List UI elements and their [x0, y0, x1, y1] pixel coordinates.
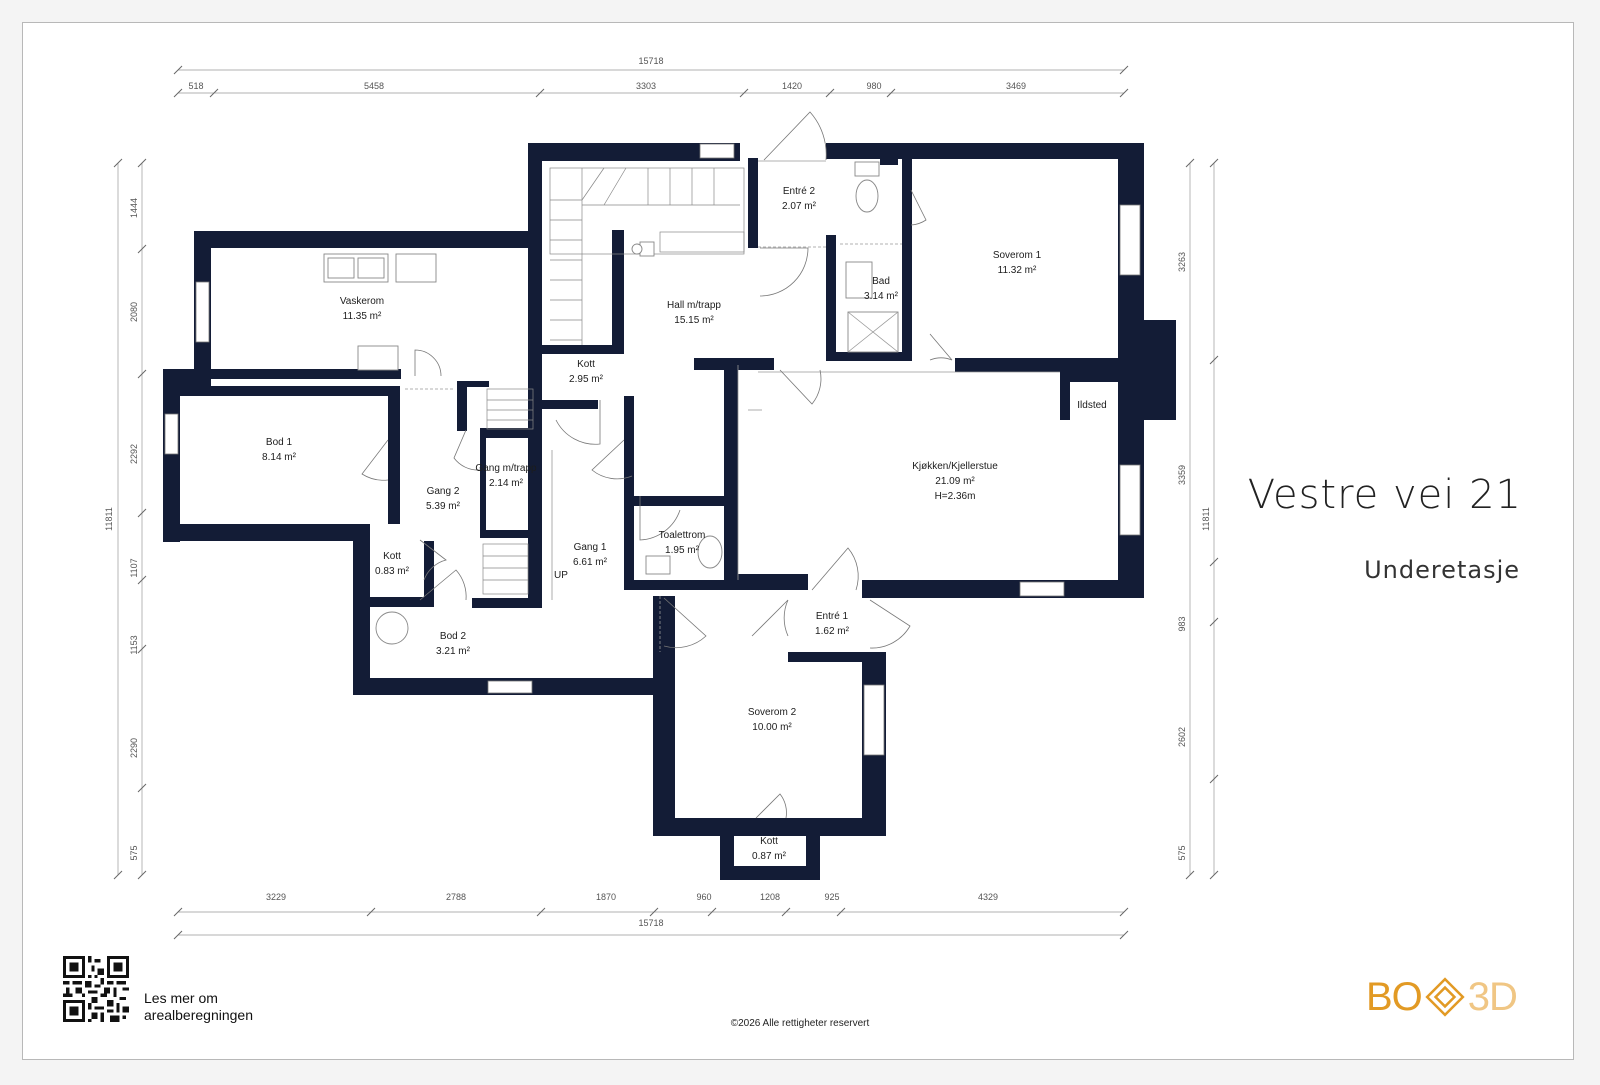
room-gang2-area: 5.39 m²	[426, 501, 461, 512]
dim-bottom-7: 4329	[978, 892, 998, 902]
dim-bottom-5: 1208	[760, 892, 780, 902]
room-kjokken-name: Kjøkken/Kjellerstue	[912, 461, 998, 472]
dim-bottom-2: 2788	[446, 892, 466, 902]
room-soverom1-name: Soverom 1	[993, 250, 1042, 261]
room-entre1-name: Entré 1	[816, 611, 849, 622]
room-bod1-name: Bod 1	[266, 437, 293, 448]
dim-left-5: 1153	[129, 635, 139, 654]
dim-top-5: 980	[866, 81, 881, 91]
room-gangtrapp-area: 2.14 m²	[489, 478, 524, 489]
dim-bottom-total: 15718	[638, 918, 663, 928]
copyright-text: ©2026 Alle rettigheter reservert	[730, 1018, 870, 1029]
dim-right-total: 11811	[1201, 507, 1211, 531]
dim-bottom-1: 3229	[266, 892, 286, 902]
toilet-bad	[855, 179, 879, 213]
bo3d-logo: BO 3D	[1366, 974, 1518, 1020]
toilet-toalett	[697, 535, 723, 569]
dim-top-2: 5458	[364, 81, 384, 91]
fixtures	[323, 161, 899, 645]
dim-right-1: 3263	[1177, 252, 1187, 272]
dim-top-total: 15718	[638, 56, 663, 66]
room-hall-area: 15.15 m²	[674, 315, 714, 326]
room-entre2-name: Entré 2	[783, 186, 816, 197]
stairs	[482, 167, 745, 595]
sink-toalett	[645, 555, 671, 575]
diamond-logo-icon	[1425, 977, 1465, 1017]
room-kott3-area: 0.87 m²	[752, 851, 787, 862]
qr-code-icon[interactable]	[63, 956, 129, 1022]
ildsted-label: Ildsted	[1077, 400, 1106, 411]
dim-bottom-4: 960	[696, 892, 711, 902]
room-kjokken-height: H=2.36m	[935, 491, 976, 502]
dim-top-1: 518	[188, 81, 203, 91]
room-toalett-area: 1.95 m²	[665, 545, 700, 556]
dim-left-1: 1444	[129, 198, 139, 218]
dim-bottom-3: 1870	[596, 892, 616, 902]
room-gang1-area: 6.61 m²	[573, 557, 608, 568]
room-entre1-area: 1.62 m²	[815, 626, 850, 637]
windows	[164, 143, 1141, 756]
dimension-lines	[113, 65, 1219, 940]
dim-top-3: 3303	[636, 81, 656, 91]
room-toalett-name: Toalettrom	[659, 530, 706, 541]
room-kott2-area: 2.95 m²	[569, 374, 604, 385]
dim-top-4: 1420	[782, 81, 802, 91]
logo-text-right: 3D	[1467, 974, 1518, 1019]
dim-left-4: 1107	[129, 558, 139, 577]
boiler	[375, 611, 409, 645]
room-gangtrapp-name: Gang m/trapp	[475, 463, 537, 474]
counter-unit	[357, 345, 399, 371]
stair-up-label: UP	[554, 570, 568, 581]
walls	[163, 143, 1176, 880]
logo-text-left: BO	[1366, 974, 1423, 1019]
room-vaskerom-name: Vaskerom	[340, 296, 384, 307]
room-kott1-name: Kott	[383, 551, 401, 562]
room-soverom2-area: 10.00 m²	[752, 722, 792, 733]
dim-left-6: 2290	[129, 738, 139, 758]
sink-laundry	[395, 253, 437, 283]
room-gang1-name: Gang 1	[574, 542, 607, 553]
room-kott2-name: Kott	[577, 359, 595, 370]
dim-bottom-6: 925	[824, 892, 839, 902]
property-title: Vestre vei 21	[1247, 472, 1522, 518]
dim-left-total: 11811	[104, 507, 114, 531]
room-soverom1-area: 11.32 m²	[998, 265, 1037, 276]
room-hall-name: Hall m/trapp	[667, 300, 721, 311]
partitions	[405, 160, 1060, 652]
room-soverom2-name: Soverom 2	[748, 707, 797, 718]
room-kott3-name: Kott	[760, 836, 778, 847]
dimension-labels: 15718 518 5458 3303 1420 980 3469 15718 …	[104, 56, 1211, 928]
room-bad-name: Bad	[872, 276, 890, 287]
floor-subtitle: Underetasje	[1364, 556, 1520, 584]
dim-top-6: 3469	[1006, 81, 1026, 91]
dim-left-2: 2080	[129, 302, 139, 322]
dim-left-7: 575	[129, 845, 139, 860]
dim-right-5: 575	[1177, 845, 1187, 860]
room-labels: Vaskerom 11.35 m² Bod 1 8.14 m² Gang 2 5…	[262, 186, 1107, 862]
area-calculation-link[interactable]: Les mer om arealberegningen	[144, 990, 253, 1023]
room-gang2-name: Gang 2	[427, 486, 460, 497]
dim-right-4: 2602	[1177, 727, 1187, 747]
room-bod1-area: 8.14 m²	[262, 452, 297, 463]
room-entre2-area: 2.07 m²	[782, 201, 817, 212]
room-bod2-area: 3.21 m²	[436, 646, 471, 657]
room-bod2-name: Bod 2	[440, 631, 467, 642]
room-kott1-area: 0.83 m²	[375, 566, 410, 577]
dim-right-2: 3359	[1177, 465, 1187, 485]
dim-left-3: 2292	[129, 444, 139, 464]
sink-bad	[845, 261, 873, 299]
room-bad-area: 3.14 m²	[864, 291, 899, 302]
room-vaskerom-area: 11.35 m²	[343, 311, 382, 322]
dim-right-3: 983	[1177, 616, 1187, 631]
room-kjokken-area: 21.09 m²	[935, 476, 975, 487]
door-swings	[361, 111, 953, 819]
